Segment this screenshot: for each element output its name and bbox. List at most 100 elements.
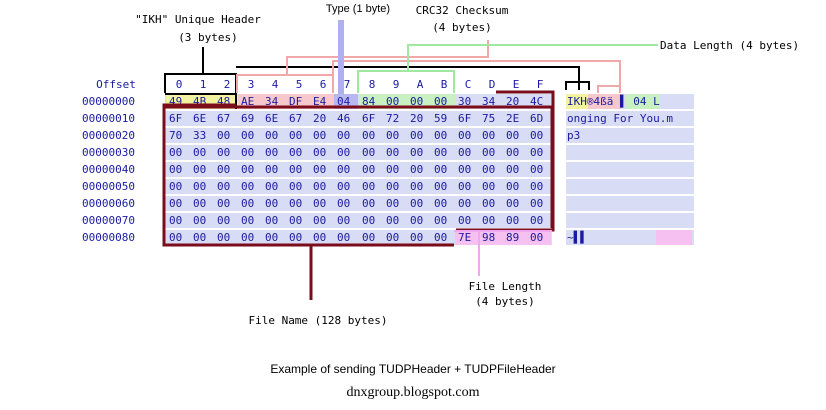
byte-cell: 89 (506, 231, 519, 244)
byte-cell: 00 (265, 180, 278, 193)
byte-cell: 00 (337, 231, 350, 244)
hex-row-bg (165, 196, 552, 211)
byte-cell: 00 (217, 197, 230, 210)
site-credit: dnxgroup.blogspot.com (346, 385, 480, 400)
column-header: D (489, 78, 496, 91)
byte-cell: 00 (362, 231, 375, 244)
column-header: 5 (296, 78, 303, 91)
byte-cell: 00 (169, 214, 182, 227)
byte-cell: 33 (193, 129, 206, 142)
ascii-header-highlight (566, 94, 588, 109)
byte-cell: 4C (530, 95, 543, 108)
byte-cell: 6E (265, 112, 278, 125)
byte-cell: 00 (530, 231, 543, 244)
byte-cell: 00 (169, 146, 182, 159)
byte-cell: 00 (386, 231, 399, 244)
byte-cell: 6E (193, 112, 206, 125)
byte-cell: 00 (434, 146, 447, 159)
byte-cell: 98 (482, 231, 495, 244)
byte-cell: 00 (434, 180, 447, 193)
column-header: E (513, 78, 520, 91)
byte-highlight (359, 94, 383, 109)
byte-cell: 00 (313, 129, 326, 142)
row-offset: 00000050 (82, 180, 135, 193)
type-label: Type (1 byte) (325, 3, 391, 15)
byte-cell: 00 (458, 129, 471, 142)
byte-cell: 00 (362, 214, 375, 227)
byte-cell: 00 (313, 214, 326, 227)
byte-highlight (238, 94, 262, 109)
byte-cell: 20 (313, 112, 326, 125)
byte-cell: 00 (265, 214, 278, 227)
column-header: 6 (320, 78, 327, 91)
column-header: 9 (393, 78, 400, 91)
crc-bracket (236, 74, 334, 93)
byte-cell: 00 (386, 95, 399, 108)
byte-cell: 34 (482, 95, 496, 108)
byte-cell: 84 (362, 95, 376, 108)
byte-cell: 00 (241, 197, 254, 210)
byte-cell: 00 (482, 180, 495, 193)
byte-cell: 00 (506, 180, 519, 193)
byte-cell: 00 (386, 163, 399, 176)
byte-cell: 00 (362, 129, 375, 142)
byte-cell: 6D (530, 112, 543, 125)
byte-cell: 00 (289, 197, 302, 210)
unique-header-label: "IKH" Unique Header (135, 13, 261, 26)
byte-cell: 00 (193, 197, 206, 210)
ascii-row-bg (566, 145, 694, 160)
row-offset: 00000020 (82, 129, 135, 142)
byte-cell: 00 (482, 146, 495, 159)
file-length-size-label: (4 bytes) (475, 295, 535, 308)
byte-cell: 00 (434, 95, 447, 108)
byte-cell: 00 (434, 231, 447, 244)
column-header: 3 (248, 78, 255, 91)
byte-cell: 00 (193, 146, 206, 159)
byte-highlight (479, 230, 503, 245)
byte-cell: 00 (506, 129, 519, 142)
byte-cell: 00 (458, 214, 471, 227)
ascii-text: onging For You.m (567, 112, 673, 125)
row-offset: 00000070 (82, 214, 135, 227)
byte-cell: 00 (265, 231, 278, 244)
byte-cell: 00 (386, 180, 399, 193)
byte-cell: 00 (386, 214, 399, 227)
byte-cell: 00 (241, 231, 254, 244)
byte-cell: 6F (362, 112, 375, 125)
byte-cell: 00 (410, 231, 423, 244)
byte-highlight (503, 230, 527, 245)
byte-cell: 00 (434, 129, 447, 142)
byte-cell: 00 (217, 180, 230, 193)
byte-cell: 00 (362, 180, 375, 193)
byte-cell: 00 (458, 146, 471, 159)
byte-cell: 7E (458, 231, 471, 244)
file-length-label: File Length (468, 280, 542, 293)
ascii-text: IKH®4ßä ▌ 04 L (567, 94, 660, 108)
caption: Example of sending TUDPHeader + TUDPFile… (270, 362, 556, 376)
datalen-bracket (357, 70, 455, 93)
byte-cell: 00 (289, 146, 302, 159)
row-offset: 00000010 (82, 112, 135, 125)
byte-cell: 00 (217, 214, 230, 227)
ascii-row-bg (566, 128, 694, 143)
hex-row-bg (165, 128, 552, 143)
byte-cell: DF (289, 95, 302, 108)
byte-cell: 00 (169, 163, 182, 176)
crc-ascii-leader (332, 60, 621, 93)
byte-cell: 00 (410, 129, 423, 142)
column-header: 1 (200, 78, 207, 91)
byte-cell: 00 (289, 163, 302, 176)
byte-cell: 00 (530, 197, 543, 210)
byte-highlight (262, 94, 286, 109)
byte-cell: 00 (337, 163, 350, 176)
byte-cell: 00 (169, 197, 182, 210)
ascii-datalen-highlight (626, 94, 660, 109)
column-header: F (537, 78, 544, 91)
column-header: 4 (272, 78, 279, 91)
column-header: 7 (344, 78, 351, 91)
byte-cell: 00 (530, 163, 543, 176)
byte-cell: 00 (482, 163, 495, 176)
byte-highlight (286, 94, 310, 109)
byte-cell: 00 (434, 197, 447, 210)
byte-cell: 00 (289, 180, 302, 193)
